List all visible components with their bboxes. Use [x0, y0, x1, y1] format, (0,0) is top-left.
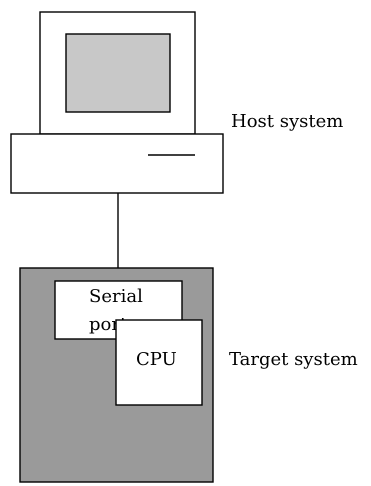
serial-port-label-line1: Serial — [89, 286, 143, 307]
cpu-label: CPU — [136, 349, 177, 370]
cpu-box — [115, 319, 203, 406]
target-board: Serial port CPU — [19, 267, 214, 483]
computer-base-unit — [10, 133, 224, 194]
host-computer — [10, 11, 224, 194]
monitor-screen — [65, 33, 171, 113]
host-system-label: Host system — [231, 111, 343, 132]
target-system-label: Target system — [229, 349, 358, 370]
